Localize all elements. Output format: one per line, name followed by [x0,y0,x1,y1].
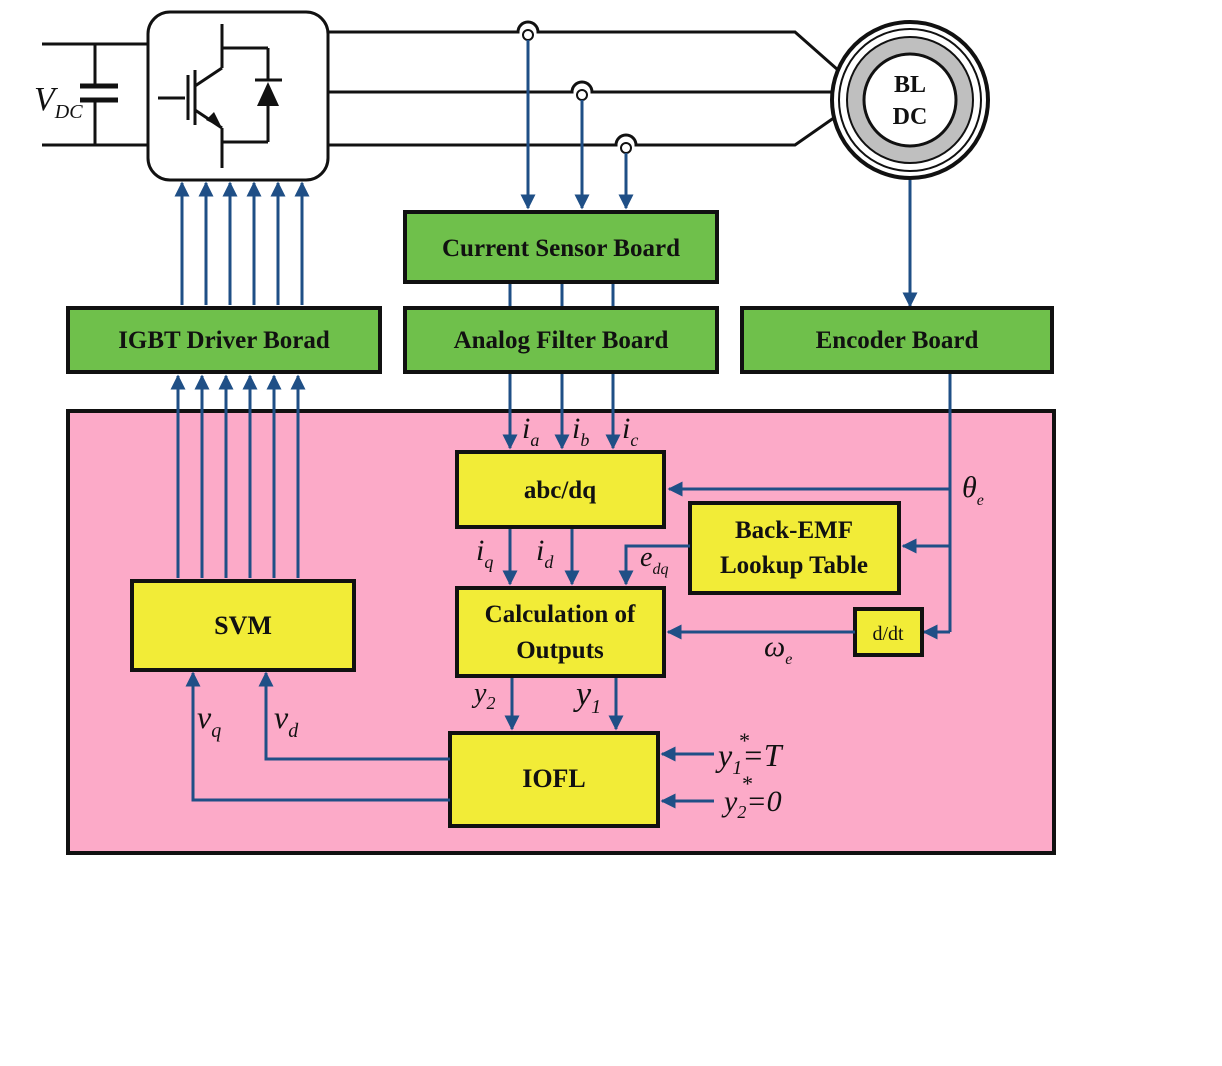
motor-label-line1: BL [894,72,926,98]
phase-lines [328,20,839,147]
theta-e-label: θe [962,471,984,509]
dc-link [42,42,148,147]
theta-bus [667,374,952,640]
y2-label: y2 [471,678,495,713]
back-emf-label-line1: Back-EMF [735,517,853,544]
analog-filter-label: Analog Filter Board [454,327,669,354]
back-emf-lookup-block [688,501,901,595]
current-sensor-board [403,210,719,284]
iofl-block [448,731,660,828]
reference-signals [660,746,714,809]
svm-block [130,579,356,672]
calculation-label-line1: Calculation of [485,601,636,628]
y1-ref-label: y1=T [715,737,784,779]
current-taps [520,29,634,210]
ia-label: ia [522,412,539,450]
vq-label: vq [197,699,221,742]
calculation-label-line2: Outputs [516,637,604,664]
calculation-block [455,586,666,678]
abc-dq-block [455,450,666,529]
y1-ref-star: * [738,728,749,753]
ic-label: ic [622,412,638,450]
y2-ref-label: y2=0 [721,785,782,822]
igbt-emitter-arrow [206,112,222,128]
ddt-block [853,607,924,657]
edq-label: edq [640,542,668,578]
igbt-icon [158,24,282,168]
id-label: id [536,534,554,572]
omega-e-label: ωe [764,630,792,668]
gate-signals-upper [174,181,310,305]
voltage-command-signals [185,671,450,802]
iq-label: iq [476,534,493,572]
inverter-box [146,10,330,182]
back-emf-label-line2: Lookup Table [720,552,868,579]
bldc-motor [830,20,990,180]
iofl-label: IOFL [522,764,586,793]
gate-signals-lower [170,374,306,578]
encoder-board [740,306,1054,374]
phase-current-signals [502,374,621,450]
vd-label: vd [274,699,299,742]
igbt-driver-label: IGBT Driver Borad [118,327,330,354]
y2-ref-star: * [741,771,752,796]
output-signals [504,678,624,731]
diode-icon [257,82,279,106]
vdc-label: VDC [34,81,83,123]
analog-filter-board [403,306,719,374]
current-sensor-label: Current Sensor Board [442,235,680,262]
motor-label-line2: DC [893,104,928,130]
abc-dq-label: abc/dq [524,477,596,504]
svm-label: SVM [214,611,272,640]
y1-label: y1 [573,676,601,718]
encoder-label: Encoder Board [816,327,979,354]
igbt-driver-board [66,306,382,374]
ddt-label: d/dt [872,623,904,645]
sensor-to-filter-links [508,284,615,306]
ib-label: ib [572,412,589,450]
dq-current-signals [502,529,690,586]
